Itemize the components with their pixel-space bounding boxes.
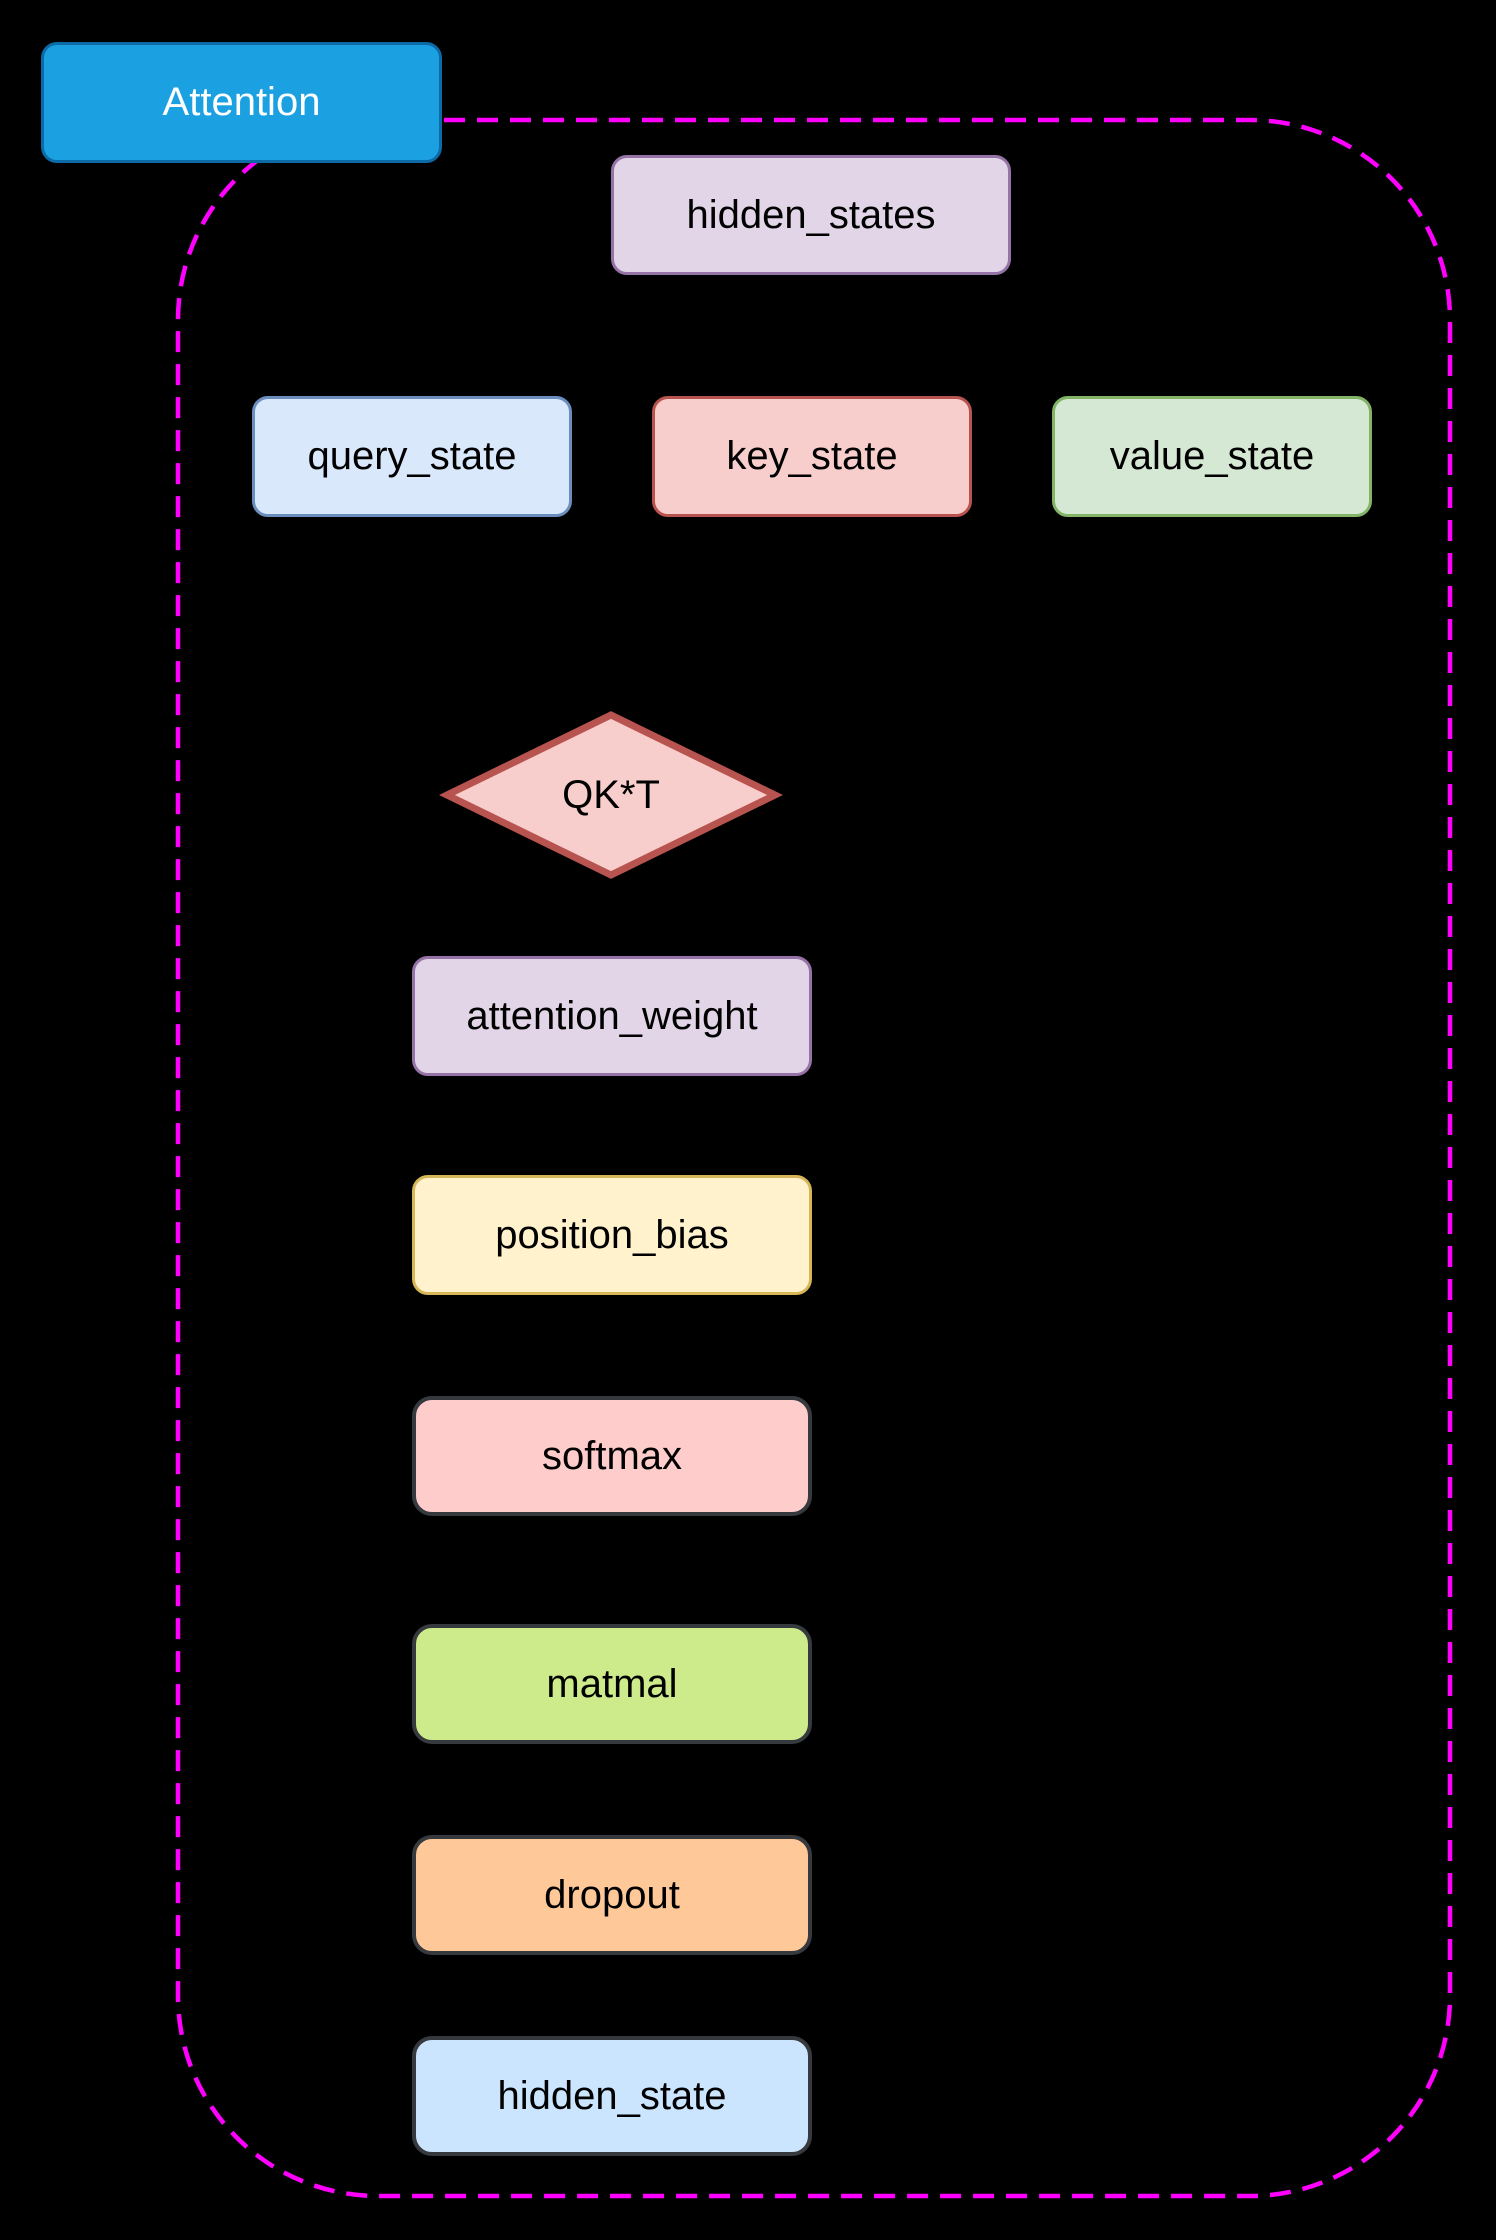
node-attention-label: Attention	[162, 80, 321, 124]
node-position-bias: position_bias	[412, 1175, 812, 1295]
node-softmax-label: softmax	[541, 1433, 683, 1478]
node-matmal-label: matmal	[546, 1661, 678, 1706]
node-key-state: key_state	[652, 396, 972, 517]
node-hidden-state-label: hidden_state	[497, 2073, 727, 2118]
node-softmax: softmax	[412, 1396, 812, 1516]
node-query-state-label: query_state	[307, 434, 517, 478]
node-value-state: value_state	[1052, 396, 1372, 517]
node-key-state-label: key_state	[726, 434, 898, 478]
node-attention-title: Attention	[41, 42, 442, 163]
node-qkt-diamond	[439, 711, 783, 879]
node-hidden-states-label: hidden_states	[686, 192, 936, 237]
node-qkt-label: QK*T	[562, 772, 660, 817]
node-attention-weight-label: attention_weight	[466, 993, 758, 1038]
node-qkt: QK*T	[447, 715, 775, 875]
node-matmal: matmal	[412, 1624, 812, 1744]
node-attention-weight: attention_weight	[412, 956, 812, 1076]
node-hidden-state: hidden_state	[412, 2036, 812, 2156]
node-position-bias-label: position_bias	[495, 1212, 729, 1257]
node-query-state: query_state	[252, 396, 572, 517]
node-hidden-states: hidden_states	[611, 155, 1011, 275]
node-dropout: dropout	[412, 1835, 812, 1955]
node-dropout-label: dropout	[544, 1872, 680, 1917]
attention-module-boundary	[175, 117, 1453, 2199]
node-value-state-label: value_state	[1109, 434, 1315, 478]
